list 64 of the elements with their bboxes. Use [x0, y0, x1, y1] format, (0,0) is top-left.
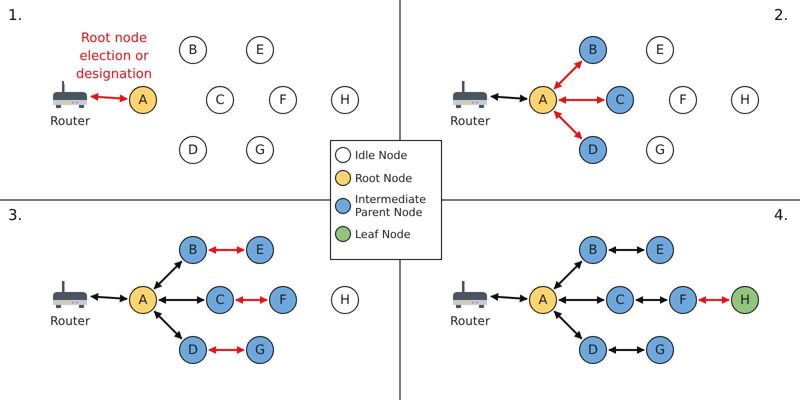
parent-node-circle: G	[646, 336, 674, 364]
panel-number: 3.	[8, 206, 22, 224]
double-arrow	[208, 246, 245, 254]
idle-node-circle: D	[179, 136, 207, 164]
double-arrow	[158, 296, 205, 304]
idle-node-circle: E	[246, 36, 274, 64]
legend-text: Idle Node	[355, 148, 408, 162]
idle-node-circle: H	[331, 286, 359, 314]
double-arrow	[698, 296, 730, 304]
idle-node-circle: E	[646, 36, 674, 64]
double-arrow	[558, 96, 605, 104]
double-arrow	[554, 310, 582, 340]
root-node-circle: A	[529, 86, 557, 114]
double-arrow	[554, 110, 582, 140]
root-node-circle: A	[129, 86, 157, 114]
double-arrow	[554, 60, 582, 90]
parent-node-circle: E	[246, 236, 274, 264]
double-arrow	[554, 260, 582, 290]
double-arrow	[635, 296, 668, 304]
parent-node-circle: B	[179, 236, 207, 264]
router-label: Router	[49, 314, 91, 328]
double-arrow	[154, 260, 182, 290]
parent-node-circle: F	[669, 286, 697, 314]
double-arrow	[490, 292, 528, 302]
double-arrow	[608, 346, 645, 354]
double-arrow	[490, 92, 528, 102]
idle-node-circle: H	[731, 86, 759, 114]
leaf-node-circle: H	[731, 286, 759, 314]
panel-number: 1.	[8, 6, 22, 24]
idle-node-circle: F	[269, 86, 297, 114]
idle-node-circle: F	[669, 86, 697, 114]
router-label: Router	[449, 114, 491, 128]
idle-node-circle: C	[206, 86, 234, 114]
parent-node-circle: D	[179, 336, 207, 364]
double-arrow	[90, 292, 128, 302]
parent-node-circle: C	[606, 286, 634, 314]
legend-text: Intermediate Parent Node	[355, 193, 427, 219]
parent-node-circle: E	[646, 236, 674, 264]
idle-node-circle: G	[646, 136, 674, 164]
parent-node-circle: C	[206, 286, 234, 314]
parent-node-circle: D	[579, 136, 607, 164]
panel-number: 4.	[774, 206, 788, 224]
root-node-circle: A	[129, 286, 157, 314]
router-label: Router	[49, 114, 91, 128]
router-label: Router	[449, 314, 491, 328]
idle-node-circle: G	[246, 136, 274, 164]
parent-node-circle: D	[579, 336, 607, 364]
parent-node-circle: G	[246, 336, 274, 364]
parent-node-circle: B	[579, 36, 607, 64]
double-arrow	[90, 92, 128, 102]
parent-node-circle: F	[269, 286, 297, 314]
idle-node-circle: H	[331, 86, 359, 114]
root-node-circle: A	[529, 286, 557, 314]
parent-node-circle: C	[606, 86, 634, 114]
parent-node-circle: B	[579, 236, 607, 264]
double-arrow	[235, 296, 268, 304]
legend-text: Leaf Node	[355, 228, 411, 240]
double-arrow	[608, 246, 645, 254]
double-arrow	[154, 310, 182, 340]
legend-text: Root Node	[355, 172, 412, 184]
idle-node-circle: B	[179, 36, 207, 64]
double-arrow	[558, 296, 605, 304]
panel-number: 2.	[774, 6, 788, 24]
double-arrow	[208, 346, 245, 354]
